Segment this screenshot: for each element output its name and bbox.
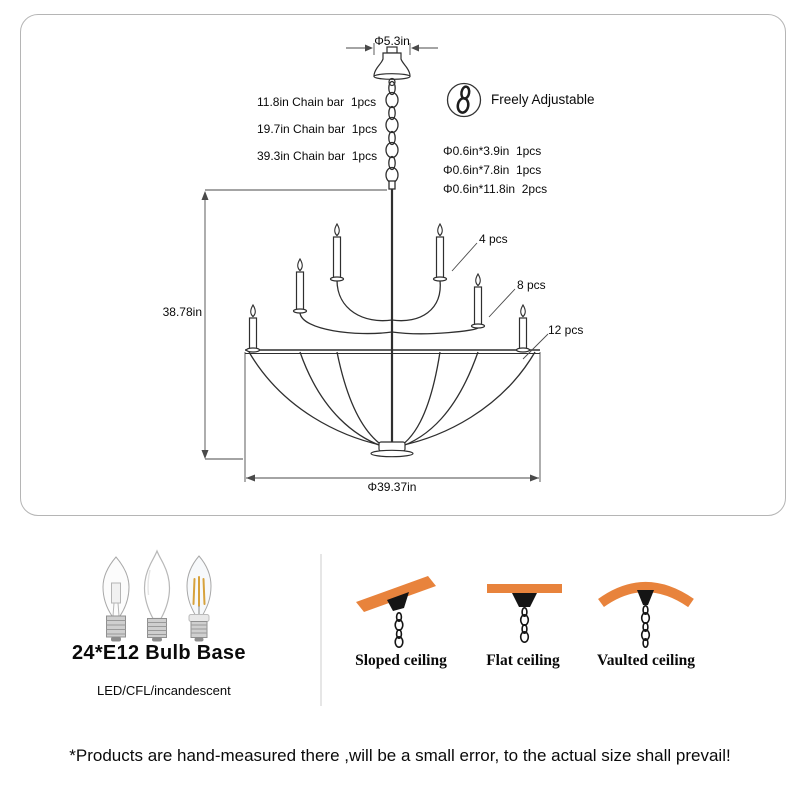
vaulted-ceiling-label: Vaulted ceiling [596, 652, 696, 669]
arm-count-label-8: 8 pcs [517, 278, 546, 292]
height-dimension-label: 38.78in [162, 305, 202, 319]
chain-bar-label-2: 19.7in Chain bar 1pcs [257, 122, 378, 136]
candle [329, 222, 345, 282]
candles [245, 222, 531, 353]
chain-link-icon [446, 82, 482, 118]
sloped-ceiling-label: Sloped ceiling [355, 652, 447, 669]
halogen-bulb-icon [102, 556, 130, 642]
flat-ceiling-label: Flat ceiling [486, 652, 560, 669]
candle [245, 303, 261, 353]
bulb-illustrations [102, 549, 212, 642]
freely-adjustable-label: Freely Adjustable [491, 92, 595, 107]
dimension-lines [201, 43, 549, 482]
arm-count-label-4: 4 pcs [479, 232, 508, 246]
bottom-diameter-label: Φ39.37in [367, 480, 417, 494]
candle [515, 303, 531, 353]
candle-spec-label-1: Φ0.6in*3.9in 1pcs [443, 144, 542, 158]
vaulted-ceiling-icon [598, 582, 694, 648]
upper-arms [299, 279, 479, 335]
led-bulb-icon [186, 555, 212, 642]
arm-count-label-12: 12 pcs [548, 323, 584, 337]
candle [432, 222, 448, 282]
canopy-diameter-label: Φ5.3in [374, 34, 410, 48]
bulb-type-subtitle: LED/CFL/incandescent [97, 683, 231, 698]
chain-bar-label-1: 11.8in Chain bar 1pcs [257, 95, 377, 109]
ceiling-icons [356, 576, 694, 648]
frosted-bulb-icon [143, 549, 171, 642]
bottom-hub [370, 441, 414, 458]
chain-bar-label-3: 39.3in Chain bar 1pcs [257, 149, 378, 163]
hanging-chain [385, 80, 399, 190]
disclaimer-text: *Products are hand-measured there ,will … [69, 746, 731, 765]
bulb-base-title: 24*E12 Bulb Base [72, 642, 246, 664]
candle-spec-label-2: Φ0.6in*7.8in 1pcs [443, 163, 542, 177]
candle [292, 257, 308, 314]
ceiling-canopy [373, 46, 411, 87]
sloped-ceiling-icon [356, 576, 436, 648]
flat-ceiling-icon [487, 584, 562, 643]
candle-spec-label-3: Φ0.6in*11.8in 2pcs [443, 182, 548, 196]
frame-ring [245, 349, 540, 354]
diagram-panel-border [20, 14, 786, 516]
candle [470, 272, 486, 329]
chandelier-diagram [245, 46, 540, 458]
